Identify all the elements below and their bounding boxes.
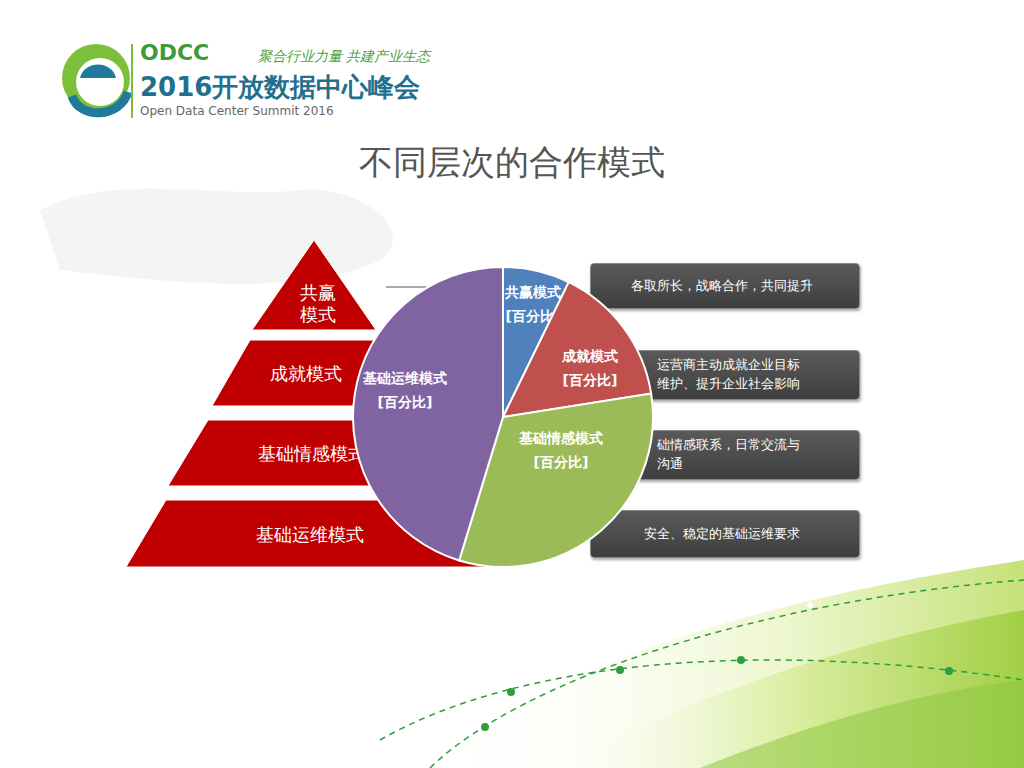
slice-fill [353, 267, 503, 560]
slice-label: 共赢模式 [488, 281, 578, 305]
leader-line [386, 287, 428, 288]
map-shade [40, 188, 393, 283]
dot [737, 656, 745, 664]
band-label: 基础情感模式 [258, 442, 366, 466]
event-title: 2016开放数据中心峰会 [140, 70, 420, 105]
pyramid-band: 共赢模式 [252, 240, 376, 330]
dot [945, 667, 953, 675]
slice-label: [百分比] [488, 305, 578, 329]
description-box: 安全、稳定的基础运维要求 [590, 510, 860, 558]
dashed-line [380, 660, 1024, 740]
description-box: 运营商主动成就企业目标 维护、提升企业社会影响 [590, 350, 860, 400]
swoosh [560, 610, 1024, 768]
dot [481, 723, 489, 731]
dashed-line [430, 580, 1024, 768]
swoosh [700, 680, 1024, 768]
slice-fill [503, 267, 569, 417]
band-label: 成就模式 [270, 362, 342, 386]
band-fill [212, 340, 412, 406]
brand-name: ODCC [140, 40, 209, 65]
swoosh [420, 560, 1024, 768]
divider [131, 44, 133, 118]
band-fill [126, 500, 498, 567]
slide-title: 不同层次的合作模式 [0, 140, 1024, 186]
band-fill [252, 240, 376, 330]
slice-label-group: 共赢模式[百分比] [488, 281, 578, 329]
description-text: 础情感联系，日常交流与沟通 [657, 436, 807, 474]
band-label: 基础运维模式 [256, 523, 364, 547]
slogan: 聚合行业力量 共建产业生态 [258, 48, 430, 66]
pyramid-band: 基础情感模式 [168, 420, 458, 486]
event-subtitle: Open Data Center Summit 2016 [140, 104, 334, 118]
dot [807, 602, 813, 608]
dot [616, 666, 624, 674]
description-text: 各取所长，战略合作，共同提升 [631, 277, 813, 296]
logo-mark [62, 44, 130, 113]
description-box: 础情感联系，日常交流与沟通 [590, 430, 860, 480]
description-text: 运营商主动成就企业目标 维护、提升企业社会影响 [657, 356, 807, 394]
pyramid-band: 成就模式 [212, 340, 412, 406]
description-box: 各取所长，战略合作，共同提升 [590, 263, 860, 309]
dot [507, 688, 515, 696]
band-label: 共赢模式 [299, 282, 337, 325]
pyramid-band: 基础运维模式 [126, 500, 498, 567]
description-text: 安全、稳定的基础运维要求 [644, 525, 800, 544]
band-fill [168, 420, 458, 486]
